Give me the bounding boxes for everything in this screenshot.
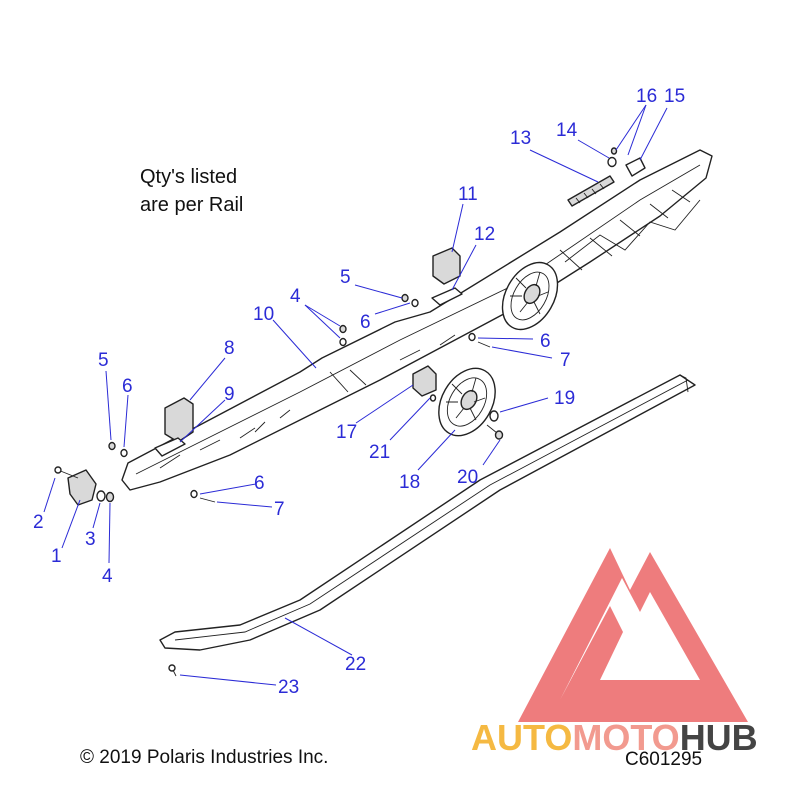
callout-11: 11 bbox=[458, 184, 478, 205]
callout-4-front: 4 bbox=[102, 566, 113, 587]
callout-18: 18 bbox=[399, 472, 420, 493]
part-4-nut-front bbox=[105, 491, 115, 503]
callout-14: 14 bbox=[556, 120, 578, 141]
callout-20: 20 bbox=[457, 467, 478, 488]
quantity-note-line1: Qty's listed bbox=[140, 166, 238, 188]
part-19-washer bbox=[489, 410, 499, 422]
part-8-block bbox=[164, 397, 194, 443]
hardware-parts bbox=[54, 147, 646, 677]
hyfax-slide bbox=[159, 374, 696, 651]
part-20-bolt bbox=[486, 424, 498, 434]
callout-15: 15 bbox=[664, 86, 685, 107]
part-11-block bbox=[432, 247, 461, 285]
watermark-brand: AUTOMOTOHUB bbox=[471, 717, 758, 758]
rail-assembly bbox=[121, 149, 713, 491]
part-15-bracket bbox=[625, 157, 646, 177]
callout-numbers: 1 2 3 4 5 6 8 9 10 4 5 6 11 12 13 14 16 … bbox=[33, 86, 685, 698]
rear-idler-wheel bbox=[501, 261, 559, 331]
rail-truss-cross bbox=[564, 199, 701, 263]
copyright-text: © 2019 Polaris Industries Inc. bbox=[80, 747, 329, 768]
callout-22: 22 bbox=[345, 654, 366, 675]
callout-4-upper: 4 bbox=[290, 286, 301, 307]
callout-1: 1 bbox=[51, 546, 62, 567]
callout-5-front: 5 bbox=[98, 350, 109, 371]
callout-2: 2 bbox=[33, 512, 44, 533]
callout-3: 3 bbox=[85, 529, 96, 550]
part-3-washer bbox=[96, 490, 106, 502]
rail-truss-pattern bbox=[159, 189, 691, 469]
diagram-code: C601295 bbox=[625, 749, 703, 770]
callout-9: 9 bbox=[224, 384, 235, 405]
callout-16: 16 bbox=[636, 86, 657, 107]
watermark-logo: AUTOMOTOHUB bbox=[471, 548, 758, 758]
callout-6-upper: 6 bbox=[360, 312, 371, 333]
part-12-spacer bbox=[431, 287, 463, 306]
brand-moto: MOTO bbox=[572, 717, 679, 758]
callout-6-lower: 6 bbox=[254, 473, 265, 494]
callout-12: 12 bbox=[474, 224, 495, 245]
slide-rail-frame bbox=[121, 149, 713, 491]
leader-lines bbox=[43, 104, 668, 686]
callout-10: 10 bbox=[253, 304, 274, 325]
part-13-adjuster-bolt bbox=[567, 175, 615, 207]
callout-5-upper: 5 bbox=[340, 267, 351, 288]
quantity-note-line2: are per Rail bbox=[140, 194, 244, 216]
brand-auto: AUTO bbox=[471, 717, 572, 758]
callout-7-lower: 7 bbox=[274, 499, 285, 520]
part-9-spacer bbox=[154, 437, 186, 457]
callout-6-front: 6 bbox=[122, 376, 133, 397]
middle-idler-wheel bbox=[438, 367, 496, 437]
rail-inner-edge bbox=[135, 164, 701, 475]
callout-6-mid: 6 bbox=[540, 331, 551, 352]
callout-8: 8 bbox=[224, 338, 235, 359]
callout-21: 21 bbox=[369, 442, 390, 463]
callout-23: 23 bbox=[278, 677, 299, 698]
callout-19: 19 bbox=[554, 388, 575, 409]
watermark-triangle bbox=[518, 548, 748, 722]
part-17-spacer bbox=[412, 365, 437, 397]
callout-7-mid: 7 bbox=[560, 350, 571, 371]
part-1-bumper bbox=[67, 469, 97, 506]
callout-13: 13 bbox=[510, 128, 531, 149]
brand-hub: HUB bbox=[680, 717, 758, 758]
callout-17: 17 bbox=[336, 422, 357, 443]
quantity-note: Qty's listed are per Rail bbox=[140, 163, 243, 219]
